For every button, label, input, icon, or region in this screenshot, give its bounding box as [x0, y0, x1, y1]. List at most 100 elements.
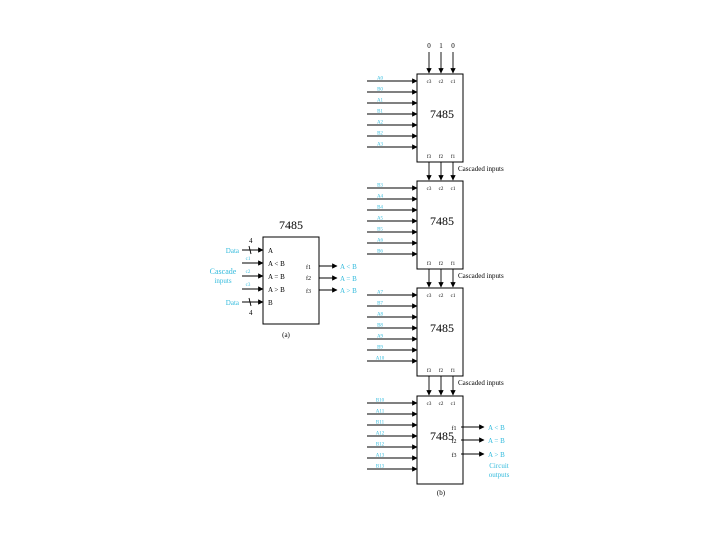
final-out-lt: A < B: [488, 424, 505, 432]
chip-3-pin-f3: f3: [427, 369, 432, 374]
caption-a: (a): [282, 331, 290, 339]
chip-4-input-b12: B12: [376, 443, 385, 448]
chip-2-input-b6: B6: [377, 250, 383, 255]
chip-4-pin-c3: c3: [427, 402, 432, 407]
chip-1-pin-f1: f1: [451, 155, 456, 160]
chip-2-pin-c2: c2: [439, 187, 444, 192]
chip-1-input-b0: B0: [377, 88, 383, 93]
top-input-1: 1: [439, 42, 443, 50]
circuit-outputs-label: outputs: [489, 471, 510, 479]
cascade-c2: c2: [246, 270, 251, 275]
chip-1-input-a2: A2: [377, 121, 384, 126]
cascade-inputs-label: inputs: [214, 277, 231, 285]
pin-a: A: [268, 247, 273, 255]
chip-1-pin-f3: f3: [427, 155, 432, 160]
pin-a-eq-b: A = B: [268, 273, 285, 281]
top-input-0: 0: [427, 42, 431, 50]
chip-title: 7485: [279, 218, 303, 232]
out-label-eq: A = B: [340, 275, 357, 283]
chip-7485-block: [262, 236, 320, 325]
final-pin-f3: f3: [452, 452, 457, 459]
chip-3-input-a10: A10: [376, 357, 385, 362]
chip-4-input-b10: B10: [376, 399, 385, 404]
final-pin-f1: f1: [452, 425, 457, 432]
cascade-c1: c1: [246, 257, 251, 262]
chip-2-pin-c1: c1: [451, 187, 456, 192]
chip-2-input-b4: B4: [377, 206, 383, 211]
cascade-label: Cascade: [210, 267, 237, 276]
chip-1-pin-c3: c3: [427, 80, 432, 85]
chip-3-input-a9: A9: [377, 335, 384, 340]
chip-4-input-a13: A13: [376, 454, 385, 459]
chip-1-input-a3: A3: [377, 143, 384, 148]
chip-2-pin-f2: f2: [439, 262, 444, 267]
chip-3-input-a7: A7: [377, 291, 384, 296]
chip-4-input-a12: A12: [376, 432, 385, 437]
chip-title-4: 7485: [430, 429, 454, 443]
chip-2-pin-c3: c3: [427, 187, 432, 192]
chip-1-input-b1: B1: [377, 110, 383, 115]
chip-3-pin-c2: c2: [439, 294, 444, 299]
bus-width-b: 4: [249, 309, 253, 317]
final-out-eq: A = B: [488, 437, 505, 445]
final-pin-f2: f2: [452, 438, 457, 445]
chip-4-pin-c1: c1: [451, 402, 456, 407]
out-pin-f2: f2: [306, 275, 311, 282]
chip-4-input-b13: B13: [376, 465, 385, 470]
pin-a-gt-b: A > B: [268, 286, 285, 294]
chip-1-input-a1: A1: [377, 99, 384, 104]
chip-block-3: [416, 287, 464, 377]
diagram-a: 7485 A A < B A = B A > B B f1 f2 f3 4 4 …: [210, 218, 357, 339]
caption-b: (b): [437, 489, 446, 497]
chip-title-1: 7485: [430, 107, 454, 121]
out-pin-f3: f3: [306, 288, 311, 295]
chip-block-2: [416, 180, 464, 270]
chip-2-input-b5: B5: [377, 228, 383, 233]
chip-3-pin-f1: f1: [451, 369, 456, 374]
chip-2-input-a5: A5: [377, 217, 384, 222]
bus-slash-a: [248, 245, 252, 255]
chip-title-3: 7485: [430, 321, 454, 335]
bus-width-a: 4: [249, 237, 253, 245]
chip-3-input-a8: A8: [377, 313, 384, 318]
chip-2-input-a6: A6: [377, 239, 384, 244]
chip-1-input-b2: B2: [377, 132, 383, 137]
chip-1-pin-c1: c1: [451, 80, 456, 85]
chip-4-pin-c2: c2: [439, 402, 444, 407]
chip-block-1: [416, 73, 464, 163]
pin-a-lt-b: A < B: [268, 260, 285, 268]
out-label-gt: A > B: [340, 287, 357, 295]
chip-2-pin-f1: f1: [451, 262, 456, 267]
chip-4-input-b11: B11: [376, 421, 385, 426]
chip-1-input-a0: A0: [377, 77, 384, 82]
chip-3-input-b7: B7: [377, 302, 383, 307]
chip-block-4: [416, 395, 464, 485]
data-a-label: Data: [226, 247, 240, 255]
out-label-lt: A < B: [340, 263, 357, 271]
chip-title-2: 7485: [430, 214, 454, 228]
chip-3-input-b9: B9: [377, 346, 383, 351]
chip-2-pin-f3: f3: [427, 262, 432, 267]
cascaded-inputs-label-3: Cascaded inputs: [458, 379, 504, 387]
final-out-gt: A > B: [488, 451, 505, 459]
cascaded-inputs-label-1: Cascaded inputs: [458, 165, 504, 173]
chip-2-input-a4: A4: [377, 195, 384, 200]
chip-2-input-b3: B3: [377, 184, 383, 189]
top-input-2: 0: [451, 42, 455, 50]
cascade-c3: c3: [246, 283, 251, 288]
chip-1-pin-f2: f2: [439, 155, 444, 160]
chip-3-pin-f2: f2: [439, 369, 444, 374]
chip-3-pin-c1: c1: [451, 294, 456, 299]
chip-3-pin-c3: c3: [427, 294, 432, 299]
out-pin-f1: f1: [306, 264, 311, 271]
bus-slash-b: [248, 297, 252, 307]
chip-4-input-a11: A11: [376, 410, 385, 415]
data-b-label: Data: [226, 299, 240, 307]
cascaded-inputs-label-2: Cascaded inputs: [458, 272, 504, 280]
circuit-label: Circuit: [489, 462, 508, 470]
pin-b: B: [268, 299, 273, 307]
chip-3-input-b8: B8: [377, 324, 383, 329]
